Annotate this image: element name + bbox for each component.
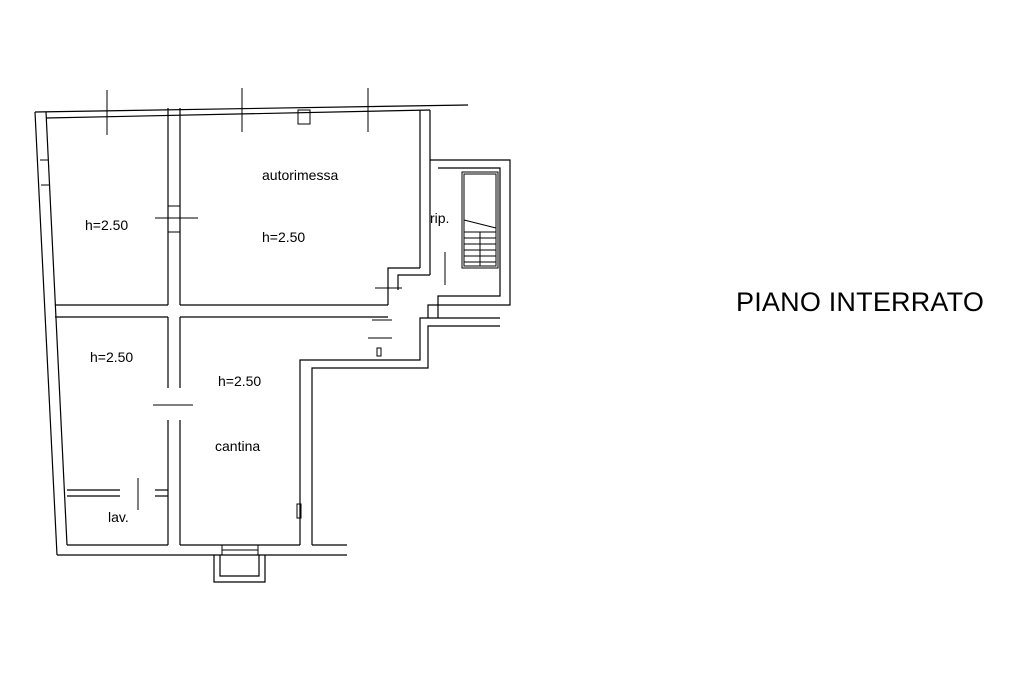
cellar-height-label: h=2.50 bbox=[218, 373, 261, 389]
laundry-label: lav. bbox=[108, 509, 129, 525]
staircase bbox=[461, 171, 499, 269]
left-room-height-label: h=2.50 bbox=[85, 217, 128, 233]
garage-walls bbox=[180, 109, 431, 318]
light-well bbox=[213, 544, 266, 583]
storage-label: rip. bbox=[430, 210, 449, 226]
cellar-label: cantina bbox=[215, 438, 260, 454]
garage-label: autorimessa bbox=[262, 167, 338, 183]
lower-left-height-label: h=2.50 bbox=[90, 349, 133, 365]
section-marks bbox=[40, 88, 369, 186]
left-room-walls bbox=[55, 108, 198, 318]
floor-title: PIANO INTERRATO bbox=[736, 287, 984, 317]
garage-height-label: h=2.50 bbox=[262, 229, 305, 245]
storage-walls bbox=[368, 159, 511, 357]
lower-room-walls bbox=[67, 317, 302, 545]
